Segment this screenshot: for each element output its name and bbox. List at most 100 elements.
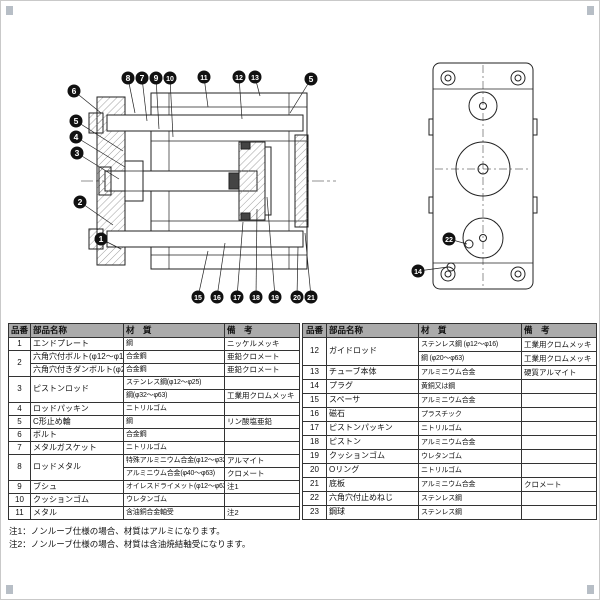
parts-cell-rem — [521, 393, 597, 408]
parts-cell-no: 22 — [302, 491, 327, 506]
svg-text:21: 21 — [307, 295, 315, 302]
parts-cell-no: 7 — [8, 441, 31, 455]
parts-cell-name: エンドプレート — [30, 337, 124, 351]
callout-leader-line — [266, 196, 276, 298]
parts-cell-rem — [521, 407, 597, 422]
parts-cell-mat: 鋼 (φ20〜φ63) — [418, 351, 522, 366]
parts-cell-no: 10 — [8, 493, 31, 507]
face-view — [428, 62, 538, 290]
parts-cell-rem: 工業用クロムメッキ — [224, 389, 300, 403]
parts-cell-no: 1 — [8, 337, 31, 351]
parts-cell-mat: プラスチック — [418, 407, 522, 422]
callout-leader-line — [75, 120, 124, 152]
callout-11: 11 — [197, 70, 211, 84]
callout-leader-line — [197, 250, 209, 298]
parts-cell-name: ピストンロッド — [30, 376, 124, 403]
bolt-head-top — [88, 112, 104, 134]
parts-cell-mat: アルミニウム合金 — [418, 393, 522, 408]
rod-end-nut — [98, 166, 112, 196]
piston — [238, 141, 266, 221]
cylinder-bore — [455, 141, 511, 197]
callout-21: 21 — [304, 290, 318, 304]
parts-cell-name: クッションゴム — [30, 493, 124, 507]
parts-cell-no: 12 — [302, 337, 327, 366]
callout-2: 2 — [73, 195, 87, 209]
svg-text:1: 1 — [99, 234, 104, 244]
parts-cell-name: 磁石 — [326, 407, 419, 422]
callout-9: 9 — [149, 71, 163, 85]
callout-20: 20 — [290, 290, 304, 304]
piston-packing-top — [240, 141, 251, 150]
callout-leader-line — [169, 77, 174, 138]
parts-cell-no: 4 — [8, 402, 31, 416]
svg-text:13: 13 — [251, 75, 259, 82]
svg-text:19: 19 — [271, 295, 279, 302]
callout-7: 7 — [135, 71, 149, 85]
callout-leader-line — [236, 221, 244, 298]
parts-cell-rem — [521, 379, 597, 394]
parts-cell-name: ピストンパッキン — [326, 421, 419, 436]
svg-text:20: 20 — [293, 295, 301, 302]
parts-cell-no: 16 — [302, 407, 327, 422]
body-outline — [432, 62, 534, 290]
callout-leader-line — [255, 208, 258, 298]
callout-leader-line — [289, 78, 312, 114]
svg-text:9: 9 — [154, 73, 159, 83]
parts-cell-name: ピストン — [326, 435, 419, 450]
callout-5: 5 — [304, 72, 318, 86]
crop-mark — [587, 585, 594, 594]
parts-cell-no: 2 — [8, 350, 31, 377]
svg-text:17: 17 — [233, 295, 241, 302]
parts-cell-rem — [224, 493, 300, 507]
parts-cell-rem: 工業用クロムメッキ — [521, 337, 597, 352]
crop-mark — [587, 6, 594, 15]
parts-cell-rem — [521, 505, 597, 520]
callout-1: 1 — [94, 232, 108, 246]
corner-hole — [510, 70, 526, 86]
svg-text:10: 10 — [166, 76, 174, 83]
rod-bore-bottom — [462, 217, 504, 259]
parts-cell-no: 11 — [8, 506, 31, 520]
parts-cell-name: メタルガスケット — [30, 441, 124, 455]
parts-cell-mat: ステンレス鋼 — [418, 491, 522, 506]
parts-cell-rem — [224, 376, 300, 390]
svg-text:3: 3 — [75, 148, 80, 158]
parts-cell-mat: アルミニウム合金 — [418, 365, 522, 380]
column-header: 材 質 — [123, 323, 225, 338]
callout-17: 17 — [230, 290, 244, 304]
callout-22: 22 — [442, 232, 456, 246]
parts-cell-rem — [224, 402, 300, 416]
parts-cell-mat: ステンレス鋼(φ12〜φ25) — [123, 376, 225, 390]
column-header: 品番 — [8, 323, 31, 338]
callout-leader-line — [141, 77, 148, 122]
corner-hole — [440, 70, 456, 86]
svg-text:15: 15 — [194, 295, 202, 302]
magnet — [264, 146, 272, 216]
callout-6: 6 — [67, 84, 81, 98]
parts-cell-rem — [224, 441, 300, 455]
parts-cell-name: ガイドロッド — [326, 337, 419, 366]
rod-metal — [124, 160, 144, 202]
parts-cell-no: 6 — [8, 428, 31, 442]
parts-cell-mat: ニトリルゴム — [123, 441, 225, 455]
parts-cell-no: 23 — [302, 505, 327, 520]
parts-cell-mat: ステンレス鋼 — [418, 505, 522, 520]
svg-text:2: 2 — [78, 197, 83, 207]
set-screw-hole — [464, 239, 474, 249]
column-header: 材 質 — [418, 323, 522, 338]
parts-cell-name: メタル — [30, 506, 124, 520]
callout-leader-line — [216, 242, 226, 298]
parts-cell-name: ロッドパッキン — [30, 402, 124, 416]
parts-cell-mat: 合金鋼 — [123, 363, 225, 377]
parts-cell-mat: アルミニウム合金 — [418, 477, 522, 492]
column-header: 備 考 — [224, 323, 300, 338]
parts-cell-no: 19 — [302, 449, 327, 464]
table-header-row: 品番部品名称材 質備 考 — [8, 323, 300, 338]
